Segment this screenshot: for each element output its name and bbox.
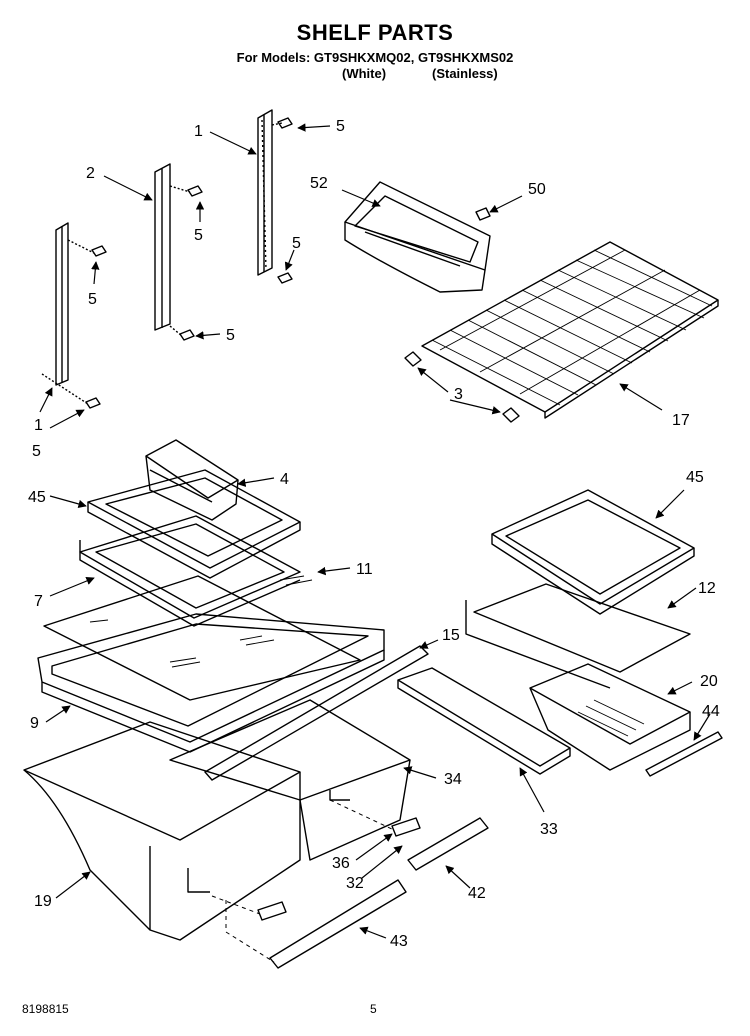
shelf-frame-45-left xyxy=(87,469,301,579)
callout-1b: 1 xyxy=(34,417,43,434)
callout-2: 2 xyxy=(86,165,95,182)
callout-45a: 45 xyxy=(28,489,46,506)
variant-stainless: (Stainless) xyxy=(432,66,498,81)
crisper-front-43 xyxy=(269,879,407,969)
crisper-drawer-19 xyxy=(23,721,301,941)
crisper-front-42 xyxy=(407,817,489,871)
callout-34: 34 xyxy=(444,771,462,788)
screw-50 xyxy=(475,207,491,221)
callout-52: 52 xyxy=(310,175,328,192)
shelf-end-cap-3b xyxy=(502,407,520,423)
callout-33: 33 xyxy=(540,821,558,838)
shelf-ladder-middle xyxy=(154,163,171,331)
shelf-end-cap-3a xyxy=(404,351,422,367)
models-line: For Models: GT9SHKXMQ02, GT9SHKXMS02 xyxy=(236,50,514,65)
callout-12: 12 xyxy=(698,580,716,597)
variant-white: (White) xyxy=(342,66,387,81)
clip-36 xyxy=(391,817,421,837)
glass-shelf-11 xyxy=(43,575,361,701)
shelf-frame-45-right xyxy=(491,489,695,615)
callout-5f: 5 xyxy=(32,443,41,460)
callout-44: 44 xyxy=(702,703,720,720)
crisper-drawer-34 xyxy=(169,699,411,861)
callout-9: 9 xyxy=(30,715,39,732)
callout-19: 19 xyxy=(34,893,52,910)
shelf-ladder-right xyxy=(257,109,273,276)
leader-lines xyxy=(39,123,711,939)
callout-20: 20 xyxy=(700,673,718,690)
assembly-guides xyxy=(211,799,395,963)
callout-32: 32 xyxy=(346,875,364,892)
callout-15: 15 xyxy=(442,627,460,644)
crisper-cover-33 xyxy=(397,667,571,775)
clip-32 xyxy=(257,901,287,921)
callout-5b: 5 xyxy=(194,227,203,244)
document-number: 8198815 xyxy=(22,1002,69,1016)
page-title: SHELF PARTS xyxy=(296,20,454,45)
callout-42: 42 xyxy=(468,885,486,902)
callout-17: 17 xyxy=(672,412,690,429)
callout-labels: 1 5 2 5 5 5 5 1 5 52 50 3 17 4 45 45 7 1… xyxy=(28,118,720,950)
shelf-7 xyxy=(79,515,301,627)
callout-50: 50 xyxy=(528,181,546,198)
divider-15 xyxy=(204,645,429,781)
callout-45b: 45 xyxy=(686,469,704,486)
callout-11: 11 xyxy=(356,561,373,578)
callout-5a: 5 xyxy=(336,118,345,135)
meat-drawer-20 xyxy=(529,663,691,771)
shelf-12 xyxy=(465,583,691,689)
callout-5c: 5 xyxy=(292,235,301,252)
utility-bin-52 xyxy=(344,181,491,293)
shelf-ladder-left xyxy=(55,222,69,386)
callout-3: 3 xyxy=(454,386,463,403)
callout-5d: 5 xyxy=(88,291,97,308)
shelf-frame-9 xyxy=(37,613,385,753)
callout-36: 36 xyxy=(332,855,350,872)
callout-5e: 5 xyxy=(226,327,235,344)
wire-shelf-17 xyxy=(421,241,719,419)
callout-43: 43 xyxy=(390,933,408,950)
rail-44 xyxy=(645,731,723,777)
callout-1a: 1 xyxy=(194,123,203,140)
callout-7: 7 xyxy=(34,593,43,610)
screw-5-group xyxy=(41,117,293,409)
callout-4: 4 xyxy=(280,471,289,488)
page-number: 5 xyxy=(370,1002,377,1016)
